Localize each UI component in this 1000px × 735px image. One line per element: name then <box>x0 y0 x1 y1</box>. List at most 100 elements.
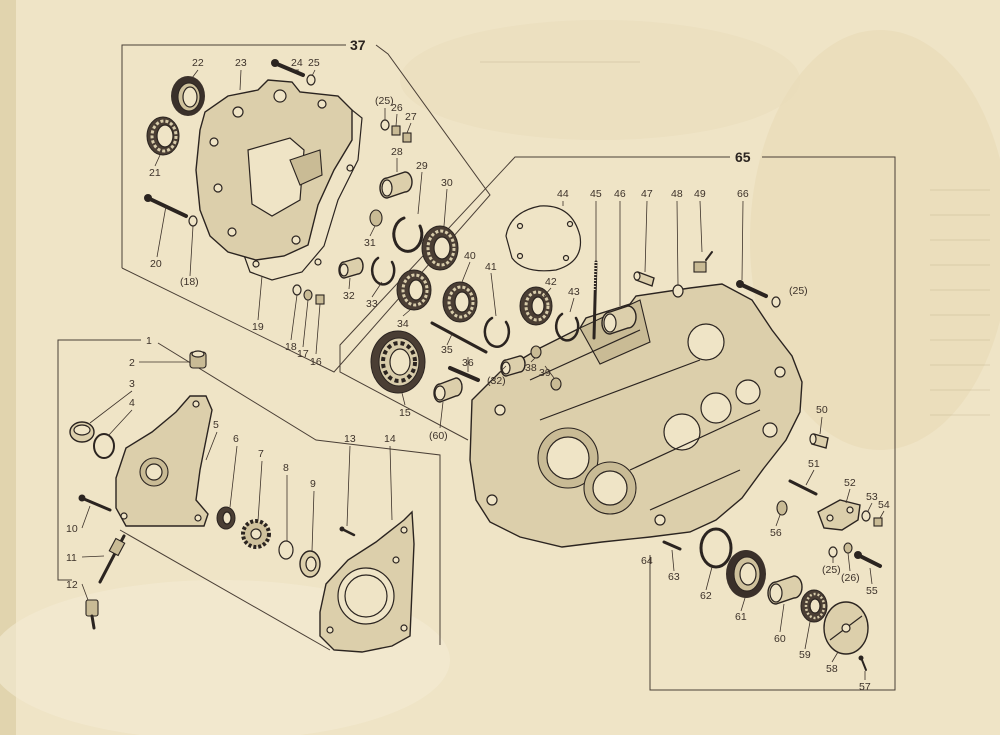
assembly-number-37: 37 <box>350 37 366 53</box>
circlip-62 <box>699 527 733 569</box>
callout-33: 33 <box>366 298 378 310</box>
callout-43: 43 <box>568 286 580 298</box>
callout-40: 40 <box>464 250 476 262</box>
callout-39: 39 <box>539 367 551 379</box>
callout-60-ref: (60) <box>429 430 448 442</box>
washer-18-ref <box>188 215 198 227</box>
callout-25-ref-upper: (25) <box>789 285 808 297</box>
callout-6: 6 <box>233 433 239 445</box>
callout-64: 64 <box>641 555 653 567</box>
washer-25-ref-upper <box>771 296 781 308</box>
ring-3 <box>69 421 95 443</box>
circlip-41 <box>483 316 511 348</box>
callout-49: 49 <box>694 188 706 200</box>
callout-8: 8 <box>283 462 289 474</box>
washer-8 <box>278 540 294 560</box>
bearing-6 <box>216 506 236 530</box>
leader-lines <box>81 69 885 680</box>
assembly-1-boundary <box>57 339 441 651</box>
callout-56: 56 <box>770 527 782 539</box>
callout-63: 63 <box>668 571 680 583</box>
dowel-pin-47 <box>633 271 655 287</box>
bolt-10 <box>78 494 112 512</box>
callout-34: 34 <box>397 318 409 330</box>
callout-23: 23 <box>235 57 247 69</box>
callout-51: 51 <box>808 458 820 470</box>
callout-26: 26 <box>391 102 403 114</box>
washer-9 <box>299 550 321 578</box>
callout-38: 38 <box>525 362 537 374</box>
bolt-24 <box>271 59 305 77</box>
bushing-60-ref <box>433 377 463 403</box>
callout-4: 4 <box>129 397 135 409</box>
washer-17 <box>303 289 313 301</box>
callout-9: 9 <box>310 478 316 490</box>
callout-32-ref: (32) <box>487 375 506 387</box>
bushing-28 <box>379 171 413 199</box>
callout-18-ref: (18) <box>180 276 199 288</box>
fitting-49 <box>693 251 713 273</box>
callout-2: 2 <box>129 357 135 369</box>
circlip-43 <box>554 312 580 342</box>
roller-bearing-59 <box>800 589 828 623</box>
bolt-66 <box>736 280 768 298</box>
pin-36 <box>448 366 480 382</box>
o-ring-4 <box>93 433 115 459</box>
callout-11: 11 <box>66 552 77 564</box>
callout-21: 21 <box>149 167 161 179</box>
callout-61: 61 <box>735 611 747 623</box>
bolt-55 <box>854 551 882 568</box>
rod-35 <box>430 321 488 354</box>
nut-27 <box>402 132 412 143</box>
bushing-60 <box>767 575 803 605</box>
callout-50: 50 <box>816 404 828 416</box>
stud-45 <box>592 260 598 340</box>
screw-13 <box>339 526 356 537</box>
callout-62: 62 <box>700 590 712 602</box>
callout-24: 24 <box>291 57 303 69</box>
callout-3: 3 <box>129 378 135 390</box>
callout-59: 59 <box>799 649 811 661</box>
callout-31: 31 <box>364 237 376 249</box>
callout-1: 1 <box>146 335 152 347</box>
callout-60: 60 <box>774 633 786 645</box>
gear-7 <box>241 519 271 549</box>
callout-55: 55 <box>866 585 878 597</box>
callout-57: 57 <box>859 681 871 693</box>
part-38 <box>530 345 542 359</box>
callout-19: 19 <box>252 321 264 333</box>
callout-22: 22 <box>192 57 204 69</box>
callout-10: 10 <box>66 523 78 535</box>
callout-44: 44 <box>557 188 569 200</box>
washer-48 <box>672 284 684 298</box>
washer-25-ref <box>380 119 390 131</box>
crankcase-half-65 <box>469 283 803 548</box>
gasket-44 <box>505 205 582 272</box>
bleed-through-marks <box>480 61 990 416</box>
bushing-32-ref <box>500 355 526 377</box>
callout-7: 7 <box>258 448 264 460</box>
callout-48: 48 <box>671 188 683 200</box>
callout-20: 20 <box>150 258 162 270</box>
washer-26-ref <box>843 542 853 554</box>
callout-12: 12 <box>66 579 78 591</box>
ball-bearing-34 <box>396 269 432 311</box>
callout-14: 14 <box>384 433 396 445</box>
ball-bearing-40 <box>442 281 478 323</box>
callout-35: 35 <box>441 344 453 356</box>
callout-32: 32 <box>343 290 355 302</box>
callout-27: 27 <box>405 111 417 123</box>
callout-66: 66 <box>737 188 749 200</box>
callout-58: 58 <box>826 663 838 675</box>
callout-47: 47 <box>641 188 653 200</box>
fitting-12 <box>85 599 99 630</box>
callout-26-ref: (26) <box>841 572 860 584</box>
callout-53: 53 <box>866 491 878 503</box>
washer-25 <box>306 74 316 86</box>
pin-51 <box>788 479 818 496</box>
washer-18 <box>292 284 302 296</box>
callout-15: 15 <box>399 407 411 419</box>
washer-53 <box>861 510 871 522</box>
callout-52: 52 <box>844 477 856 489</box>
